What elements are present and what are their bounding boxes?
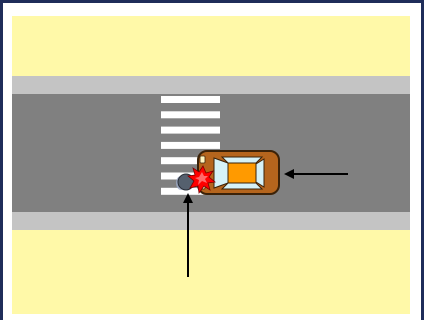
sidewalk-bottom bbox=[12, 230, 410, 314]
car-headlight-top bbox=[199, 155, 206, 164]
curb-top bbox=[12, 76, 410, 94]
curb-bottom bbox=[12, 212, 410, 230]
collision-burst-highlight bbox=[195, 172, 208, 185]
crosswalk-stripe bbox=[161, 157, 220, 165]
crosswalk-stripe bbox=[161, 126, 220, 134]
crosswalk-stripe bbox=[161, 111, 220, 119]
car-topdown-icon bbox=[197, 150, 280, 195]
car-rear-window bbox=[255, 158, 265, 188]
sidewalk-top bbox=[12, 16, 410, 76]
crosswalk-stripe bbox=[161, 187, 220, 195]
vehicle-direction-arrow bbox=[284, 169, 348, 179]
car-side-window-bottom bbox=[220, 182, 264, 190]
crosswalk-stripe bbox=[161, 141, 220, 149]
car-windshield bbox=[213, 157, 229, 189]
crosswalk-stripe bbox=[161, 96, 220, 103]
car-side-window-top bbox=[220, 156, 264, 164]
car-roof bbox=[227, 162, 257, 184]
pedestrian-direction-arrow bbox=[183, 193, 193, 277]
